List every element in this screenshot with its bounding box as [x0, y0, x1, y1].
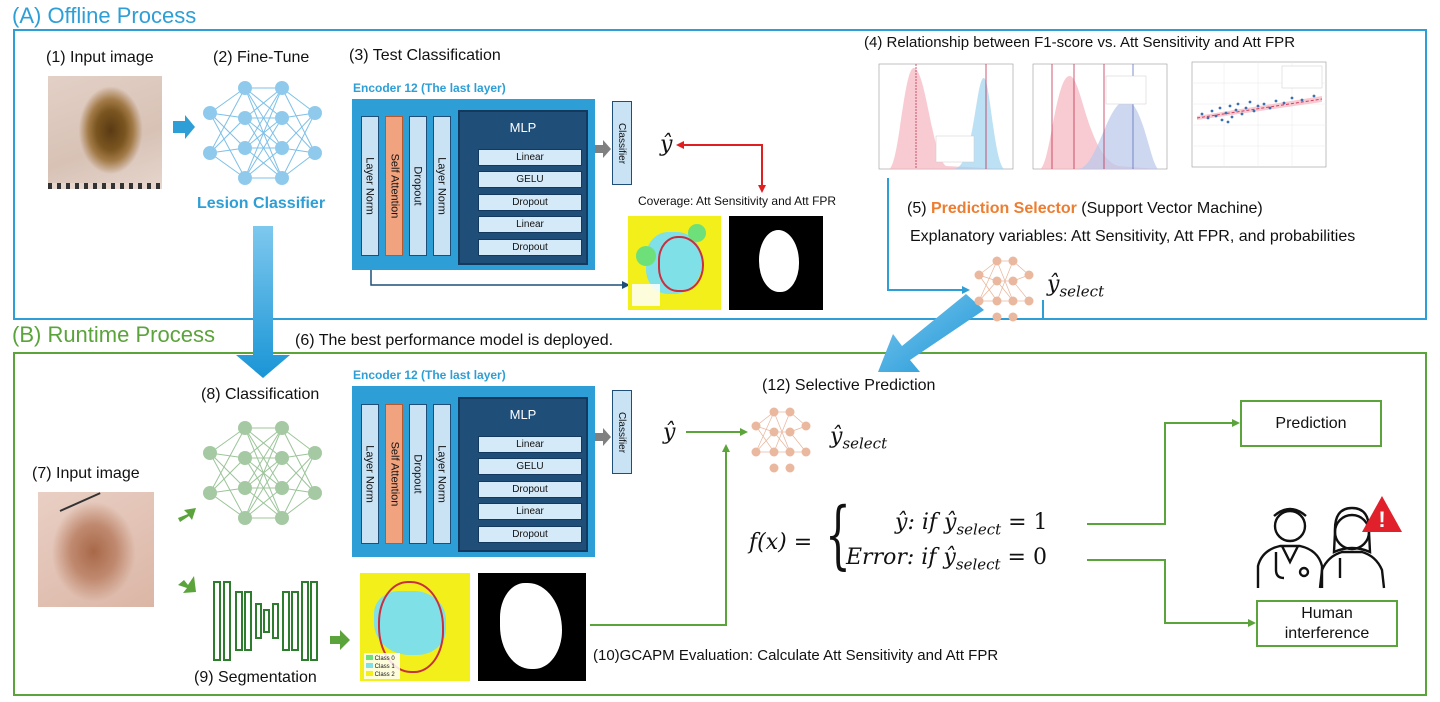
mask-offline [729, 216, 823, 310]
line-plots-selector [887, 178, 965, 291]
unet-icon [213, 581, 318, 661]
mlp-row: Dropout [478, 481, 582, 498]
y-select-offline: ŷselect [1047, 272, 1105, 301]
layer-norm-runtime: Layer Norm [361, 404, 379, 544]
input-image-label: (1) Input image [46, 49, 154, 66]
mlp-row: GELU [478, 171, 582, 188]
mlp-row: Linear [478, 149, 582, 166]
mask-runtime [478, 573, 586, 681]
network-icon-offline [203, 81, 322, 185]
y-hat-offline: ŷ [660, 132, 673, 157]
attention-map-offline [628, 216, 721, 310]
mlp-row: Dropout [478, 239, 582, 256]
encoder-title-runtime: Encoder 12 (The last layer) [353, 368, 506, 382]
explanatory-label: Explanatory variables: Att Sensitivity, … [910, 228, 1356, 245]
arrow-red [684, 144, 763, 185]
formula-lhs: f(x) = [749, 530, 813, 555]
runtime-input-image [38, 492, 154, 607]
formula-case2: Error: if ŷselect = 0 [846, 545, 1047, 574]
warning-icon [1362, 496, 1402, 532]
runtime-frame [13, 352, 1427, 696]
test-classification-label: (3) Test Classification [349, 47, 501, 64]
arrow-grey-1 [593, 140, 611, 158]
attention-map-runtime: Class 0 Class 1 Class 2 [360, 573, 470, 681]
network-icon-selective [751, 407, 811, 473]
plot-att-sensitivity [878, 63, 1014, 170]
arrow-green-segmap [330, 630, 350, 650]
arrow-green-seg [178, 576, 196, 593]
mlp-offline: MLP Linear GELU Dropout Linear Dropout [458, 110, 588, 265]
doctors-icon: ! [1256, 496, 1402, 589]
dropout-offline: Dropout [409, 116, 427, 256]
line-gcapm-selective [590, 452, 727, 626]
prediction-box: Prediction [1240, 400, 1382, 447]
coverage-label: Coverage: Att Sensitivity and Att FPR [638, 194, 837, 208]
deploy-note: (6) The best performance model is deploy… [295, 332, 614, 349]
mlp-row: Dropout [478, 526, 582, 543]
layer-norm-offline: Layer Norm [361, 116, 379, 256]
line-to-human [1087, 559, 1248, 624]
legend-class2: Class 2 [374, 672, 395, 678]
layer-norm2-runtime: Layer Norm [433, 404, 451, 544]
prediction-selector-label: (5) Prediction Selector (Support Vector … [907, 200, 1263, 217]
selector-highlight: Prediction Selector [931, 200, 1077, 217]
mlp-row: Linear [478, 503, 582, 520]
self-attention-offline: Self Attention [385, 116, 403, 256]
gcapm-label: (10)GCAPM Evaluation: Calculate Att Sens… [593, 647, 999, 664]
mlp-runtime: MLP Linear GELU Dropout Linear Dropout [458, 397, 588, 552]
selective-prediction-label: (12) Selective Prediction [762, 377, 936, 394]
relationship-label: (4) Relationship between F1-score vs. At… [864, 34, 1296, 51]
network-icon-selector [974, 256, 1034, 322]
legend-class1: Class 1 [374, 664, 395, 670]
runtime-input-label: (7) Input image [32, 465, 140, 482]
encoder-title-offline: Encoder 12 (The last layer) [353, 81, 506, 95]
offline-frame [13, 29, 1427, 320]
line-to-prediction [1087, 422, 1232, 525]
seg-legend: Class 0 Class 1 Class 2 [366, 655, 395, 679]
mlp-row: GELU [478, 458, 582, 475]
classifier-runtime: Classifier [612, 390, 632, 474]
lesion-classifier-label: Lesion Classifier [197, 195, 326, 212]
plot-att-fpr [1032, 63, 1168, 170]
mlp-row: Linear [478, 216, 582, 233]
classification-label: (8) Classification [201, 386, 320, 403]
network-icon-runtime [203, 421, 322, 525]
arrow-grey-2 [593, 428, 611, 446]
formula-brace: { [825, 492, 851, 578]
input-image-lesion [48, 76, 162, 189]
y-select-runtime: ŷselect [830, 424, 888, 453]
arrow-offline-1 [173, 115, 195, 139]
segmentation-label: (9) Segmentation [194, 669, 317, 686]
mlp-row: Dropout [478, 194, 582, 211]
finetune-label: (2) Fine-Tune [213, 49, 310, 66]
offline-title: (A) Offline Process [12, 3, 197, 28]
mlp-row: Linear [478, 436, 582, 453]
runtime-title: (B) Runtime Process [12, 322, 215, 347]
arrow-deploy-down [236, 226, 290, 378]
formula-case1: ŷ: if ŷselect = 1 [895, 510, 1048, 539]
layer-norm2-offline: Layer Norm [433, 116, 451, 256]
classifier-offline: Classifier [612, 101, 632, 185]
svg-text:!: ! [1378, 507, 1385, 532]
arrow-green-class [178, 508, 196, 522]
self-attention-runtime: Self Attention [385, 404, 403, 544]
dropout-runtime: Dropout [409, 404, 427, 544]
y-hat-runtime: ŷ [663, 420, 676, 445]
plot-f1-scatter [1191, 61, 1327, 168]
legend-class0: Class 0 [374, 656, 395, 662]
arrow-selector-deploy [878, 294, 984, 372]
